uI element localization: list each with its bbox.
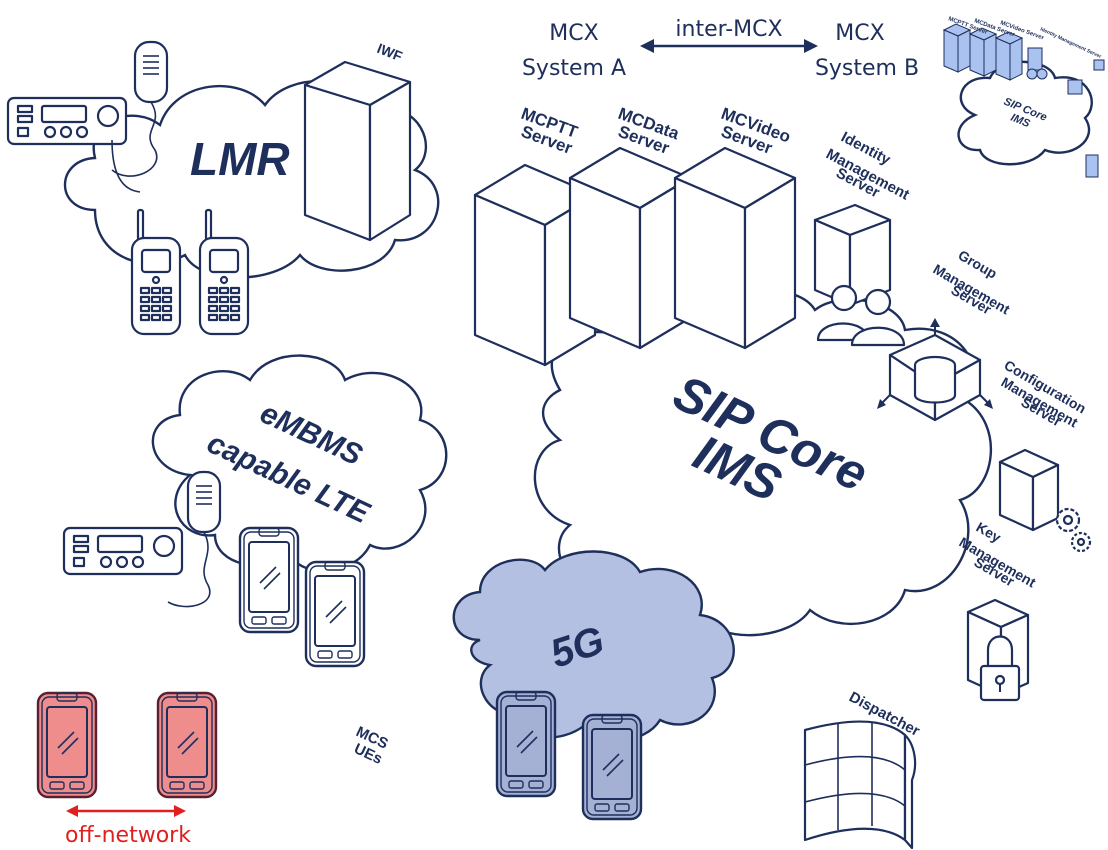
offnet-phone-2: [156, 691, 218, 799]
embms-phone-2: [304, 560, 366, 668]
mcdata-server: [568, 146, 692, 350]
offnet-phone-1: [36, 691, 98, 799]
key-management-server: [966, 598, 1030, 702]
embms-mic-cord: [167, 531, 211, 608]
configuration-management-server: [998, 448, 1092, 553]
dispatcher-console: [803, 720, 917, 850]
embms-phone-1: [238, 526, 300, 634]
inter-mcx-arrow: [640, 39, 818, 53]
mcx-thumbnail: MCPTT Server MCData Server MCVideo Serve…: [942, 16, 1105, 178]
group-management-server: [877, 318, 993, 422]
5g-phone-2: [581, 713, 643, 821]
embms-mobile-radio: [62, 526, 184, 576]
mcx-system-a-line1: MCX: [549, 21, 598, 46]
embms-microphone: [186, 470, 222, 534]
embms-lte-cloud: [151, 354, 448, 573]
thumb-label-4: Identity Management Server: [1039, 26, 1102, 60]
5g-phone-1: [495, 690, 557, 798]
identity-management-server: [813, 203, 906, 347]
mcx-system-b-line1: MCX: [835, 21, 884, 46]
lmr-mobile-radio: [6, 96, 128, 146]
mcx-system-b-line2: System B: [815, 56, 919, 81]
inter-mcx-label: inter-MCX: [675, 17, 782, 42]
iwf-server: [303, 60, 412, 242]
mcx-system-a-line2: System A: [522, 56, 626, 81]
off-network-arrow: [66, 805, 186, 817]
lmr-microphone: [133, 40, 169, 104]
mcvideo-server: [673, 146, 797, 350]
off-network-label: off-network: [65, 823, 191, 848]
lmr-label: LMR: [190, 133, 290, 185]
iwf-label: IWF: [375, 40, 405, 65]
lmr-mic-cord-2: [111, 139, 141, 193]
lmr-mic-cord: [111, 101, 158, 177]
